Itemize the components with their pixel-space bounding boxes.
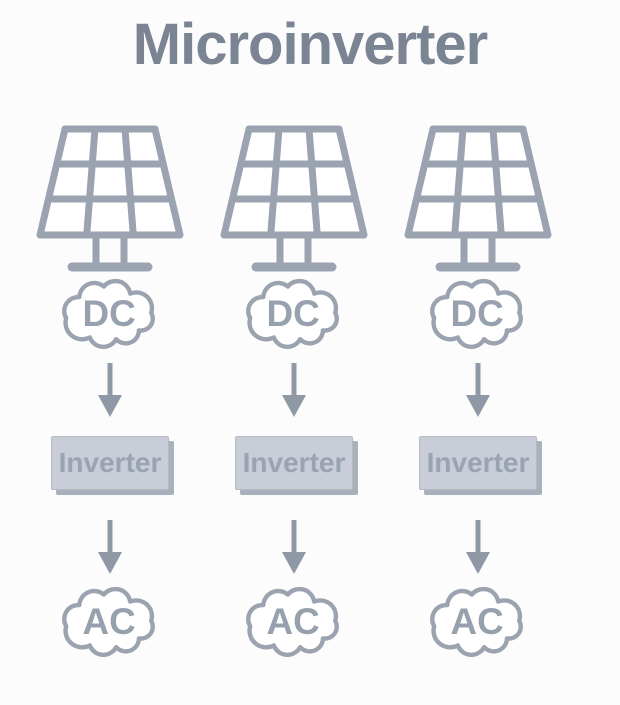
down-arrow-icon	[279, 361, 309, 419]
dc-cloud-icon: DC	[53, 276, 167, 355]
dc-label: DC	[267, 293, 320, 334]
dc-cloud-icon: DC	[421, 276, 535, 355]
dc-label: DC	[83, 293, 136, 334]
ac-cloud-icon: AC	[237, 584, 351, 663]
ac-label: AC	[451, 601, 504, 642]
inverter-box: Inverter	[235, 435, 353, 490]
microinverter-diagram: DC Inverter AC DC Inverter AC	[0, 123, 620, 663]
microinverter-column: DC Inverter AC	[202, 123, 386, 663]
dc-cloud-icon: DC	[237, 276, 351, 355]
down-arrow-icon	[95, 361, 125, 419]
solar-panel-icon	[35, 123, 185, 273]
down-arrow-icon	[463, 361, 493, 419]
solar-panel-icon	[403, 123, 553, 273]
down-arrow-icon	[95, 518, 125, 576]
inverter-label: Inverter	[426, 446, 530, 478]
inverter-box: Inverter	[51, 435, 169, 490]
inverter-label: Inverter	[58, 446, 162, 478]
page-title: Microinverter	[132, 12, 488, 77]
down-arrow-icon	[463, 518, 493, 576]
ac-cloud-icon: AC	[421, 584, 535, 663]
ac-label: AC	[83, 601, 136, 642]
dc-label: DC	[451, 293, 504, 334]
down-arrow-icon	[279, 518, 309, 576]
inverter-label: Inverter	[242, 446, 346, 478]
microinverter-column: DC Inverter AC	[386, 123, 570, 663]
microinverter-column: DC Inverter AC	[18, 123, 202, 663]
ac-cloud-icon: AC	[53, 584, 167, 663]
inverter-box: Inverter	[419, 435, 537, 490]
ac-label: AC	[267, 601, 320, 642]
solar-panel-icon	[219, 123, 369, 273]
